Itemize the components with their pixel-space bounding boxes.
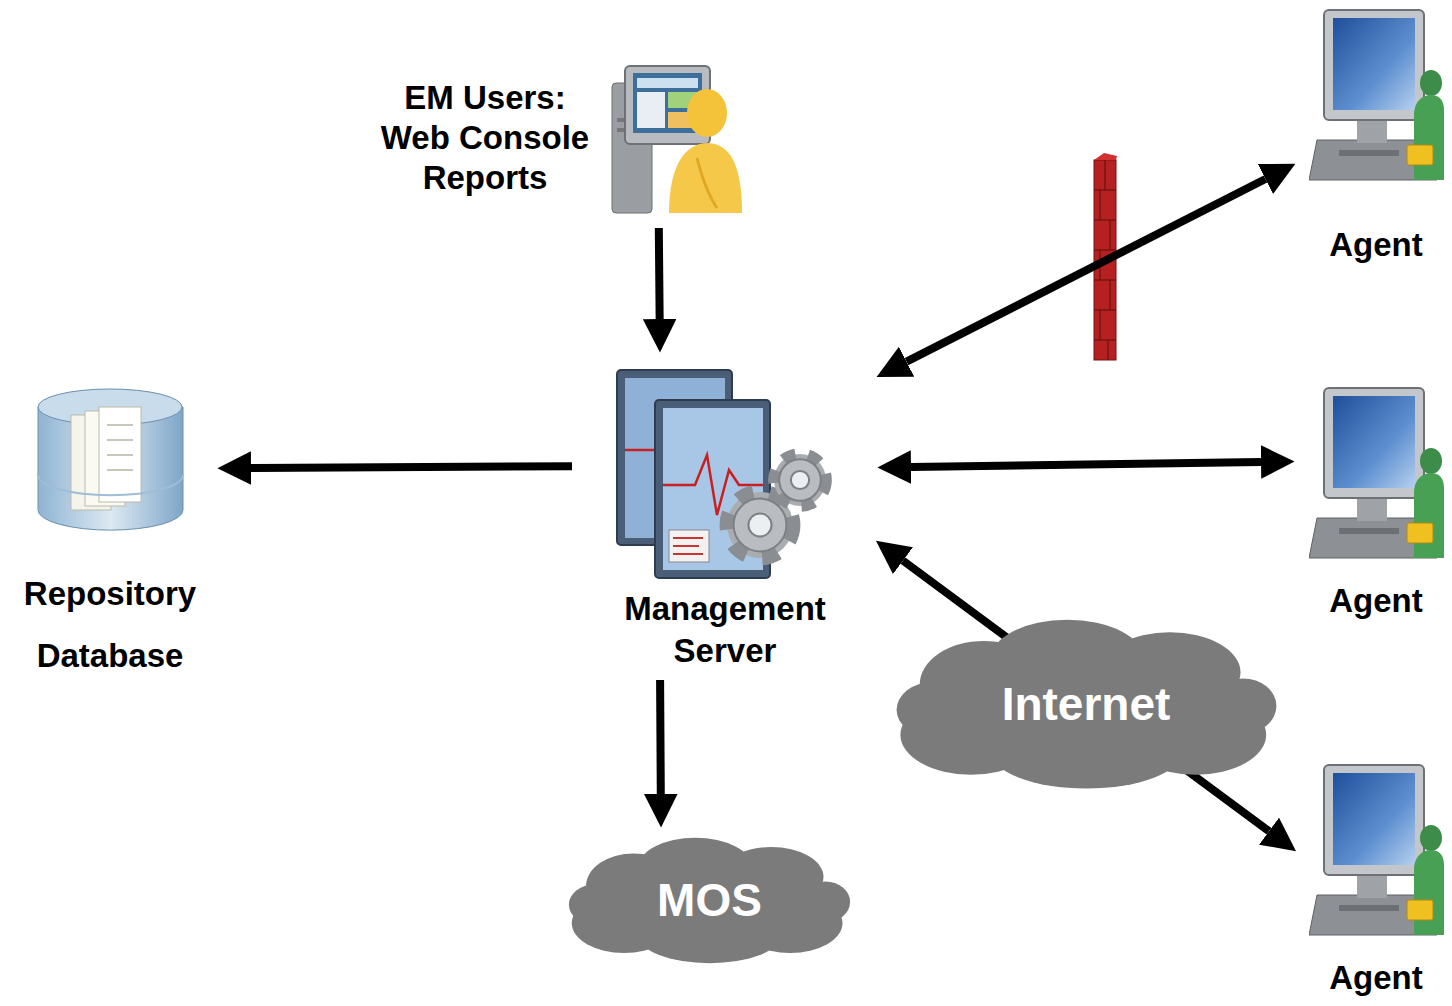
- label-group: Agent: [1306, 958, 1446, 998]
- icon: [607, 58, 742, 218]
- cloud-node: MOS: [567, 835, 852, 965]
- cloud-label: MOS: [657, 873, 762, 927]
- icon: [1309, 760, 1444, 940]
- database-icon: [33, 385, 188, 535]
- agent-icon: [1309, 5, 1444, 185]
- connector-arrow: [656, 680, 665, 794]
- connector-arrow: [655, 228, 664, 319]
- internet-cloud: Internet: [894, 616, 1279, 791]
- icon: [615, 360, 835, 580]
- agent-node: Agent: [1302, 760, 1450, 1005]
- server-icon: [615, 360, 835, 580]
- node-label: EM Users: Web Console Reports: [375, 78, 595, 198]
- user-icon: [607, 58, 742, 218]
- node-label: Agent: [1306, 225, 1446, 265]
- node-label: Agent: [1306, 958, 1446, 998]
- connector-arrow: [251, 466, 572, 468]
- agent-icon: [1309, 383, 1444, 563]
- connector-arrow: [907, 179, 1266, 362]
- agent-node: Agent: [1302, 383, 1450, 628]
- agent-node: Agent: [1302, 5, 1450, 273]
- node-label: Repository Database: [10, 563, 210, 687]
- server-node: Management Server: [580, 360, 870, 672]
- agent-icon: [1309, 760, 1444, 940]
- node-label: Agent: [1306, 581, 1446, 621]
- label-group: EM Users: Web Console Reports: [375, 78, 595, 198]
- connector-arrow: [911, 462, 1261, 467]
- label-group: Management Server: [595, 588, 855, 672]
- icon: [1309, 5, 1444, 185]
- label-group: Agent: [1306, 225, 1446, 265]
- icon: [33, 385, 188, 535]
- node-label: Management Server: [595, 588, 855, 672]
- label-group: Agent: [1306, 581, 1446, 621]
- label-group: Repository Database: [10, 563, 210, 687]
- database-node: Repository Database: [10, 385, 210, 687]
- icon: [1309, 383, 1444, 563]
- user-node: EM Users: Web Console Reports: [362, 55, 755, 220]
- edge-label: Internet: [1002, 677, 1171, 731]
- edge-label-box: Internet: [894, 616, 1279, 791]
